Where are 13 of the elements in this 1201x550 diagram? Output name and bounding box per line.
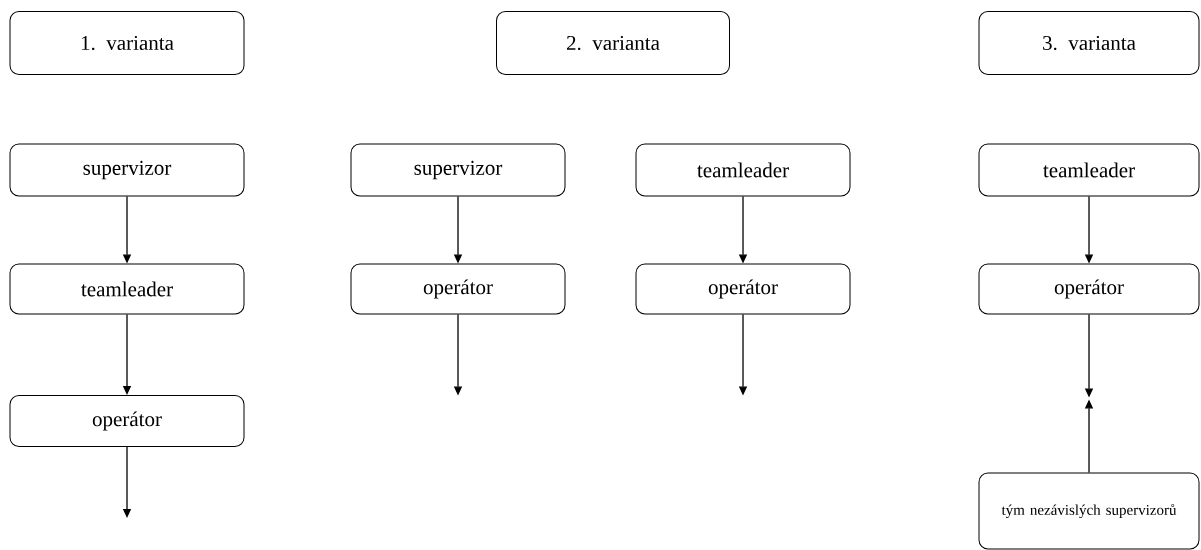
role-box: teamleader [635, 143, 851, 197]
role-box: 1. varianta [9, 11, 245, 75]
role-box: operátor [635, 263, 851, 315]
role-box: 3. varianta [978, 11, 1200, 75]
role-box: operátor [978, 263, 1200, 315]
role-box: tým nezávislých supervizorů [978, 472, 1200, 550]
role-box: teamleader [978, 143, 1200, 197]
role-box: supervizor [9, 143, 245, 197]
role-box: operátor [9, 395, 245, 447]
role-box: supervizor [350, 143, 566, 197]
role-box: teamleader [9, 263, 245, 315]
role-box: 2. varianta [496, 11, 730, 75]
role-box: operátor [350, 263, 566, 315]
